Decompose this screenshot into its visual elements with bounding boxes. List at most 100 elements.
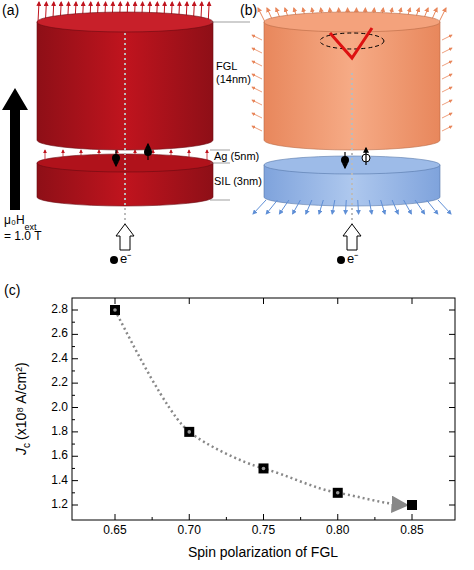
tick (72, 358, 78, 359)
tick (412, 298, 413, 304)
tick-label: 1.6 (51, 449, 68, 463)
moment-arrow (442, 87, 452, 92)
moment-arrow (252, 74, 262, 79)
tick (72, 492, 75, 493)
layer-top (37, 12, 213, 32)
moment-arrow (404, 200, 412, 214)
tick-label: 0.65 (103, 524, 126, 538)
data-marker-dot (262, 467, 266, 471)
tick (152, 517, 153, 520)
plot-frame (72, 298, 455, 520)
moment-arrow (381, 200, 385, 214)
moment-arrow (252, 126, 262, 131)
tick (449, 334, 455, 335)
field-value: = 1.0 T (4, 230, 41, 244)
tick (449, 456, 455, 457)
tick (263, 514, 264, 520)
moment-arrow (427, 200, 438, 214)
tick (263, 298, 264, 304)
moment-arrow (442, 113, 452, 118)
data-marker-dot (187, 430, 191, 434)
tick (449, 310, 455, 311)
tick (72, 456, 78, 457)
data-marker (110, 305, 120, 315)
trend-curve (115, 310, 404, 505)
tick (72, 370, 75, 371)
moment-arrow (442, 48, 452, 53)
tick-label: 2.8 (51, 303, 68, 317)
tick (226, 517, 227, 520)
tick (449, 480, 455, 481)
tick (449, 505, 455, 506)
moment-arrow (319, 200, 323, 214)
moment-arrow (438, 200, 451, 214)
tick-label: 0.70 (178, 524, 201, 538)
tick (337, 298, 338, 304)
tick-label: 2.2 (51, 376, 68, 390)
moment-arrow (153, 150, 154, 160)
tick (72, 419, 75, 420)
data-marker (259, 463, 269, 473)
moment-arrow (369, 200, 372, 214)
moment-arrow (135, 150, 136, 160)
layer-top (264, 12, 440, 32)
tick (72, 322, 75, 323)
moment-arrow (252, 35, 262, 40)
electron-b (320, 28, 384, 264)
moment-arrow (442, 35, 452, 40)
tick (72, 383, 78, 384)
thickness-guides (210, 22, 250, 200)
tick (374, 517, 375, 520)
moment-arrow (293, 200, 301, 214)
moment-arrow (252, 48, 262, 53)
tick (72, 444, 75, 445)
moment-arrow (99, 150, 100, 160)
moment-arrow (63, 150, 64, 160)
data-marker (333, 488, 343, 498)
moment-arrow (357, 200, 359, 214)
data-marker (407, 500, 417, 510)
moment-arrow (306, 200, 312, 214)
tick (300, 517, 301, 520)
axis-title: Spin polarization of FGL (188, 544, 338, 560)
layer-label: Ag (5nm) (214, 150, 259, 163)
moment-arrow (253, 200, 266, 214)
tick (449, 431, 455, 432)
tick (189, 298, 190, 304)
layer-side (264, 22, 440, 150)
axis-title: J (12, 448, 28, 455)
tick (412, 514, 413, 520)
tick-label: 1.2 (51, 498, 68, 512)
tick (449, 358, 455, 359)
tick (337, 514, 338, 520)
electron-a (110, 30, 152, 264)
moment-arrow (252, 100, 262, 105)
tick (72, 346, 75, 347)
tick-label: 1.8 (51, 425, 68, 439)
moment-arrow (252, 61, 262, 66)
electron-label: e⁻ (347, 252, 358, 267)
moment-arrow (207, 150, 208, 160)
tick (115, 514, 116, 520)
tick-label: 2.6 (51, 327, 68, 341)
panel-letter: (b) (240, 2, 257, 18)
tick-label: 0.75 (252, 524, 275, 538)
tick (72, 480, 78, 481)
tick-label: 1.4 (51, 474, 68, 488)
tick-label: 0.80 (326, 524, 349, 538)
tick-label: 0.85 (400, 524, 423, 538)
tick (449, 407, 455, 408)
data-series (72, 298, 455, 520)
moment-arrow (332, 200, 335, 214)
moment-arrow (392, 200, 398, 214)
tick (72, 395, 75, 396)
moment-arrow (38, 2, 39, 22)
tick (72, 505, 78, 506)
tick (72, 334, 78, 335)
tick (72, 468, 75, 469)
tick (72, 431, 78, 432)
tick (72, 310, 78, 311)
electron-label: e⁻ (120, 252, 131, 267)
moment-arrow (279, 200, 289, 214)
field-label: μ₀H (4, 214, 25, 228)
